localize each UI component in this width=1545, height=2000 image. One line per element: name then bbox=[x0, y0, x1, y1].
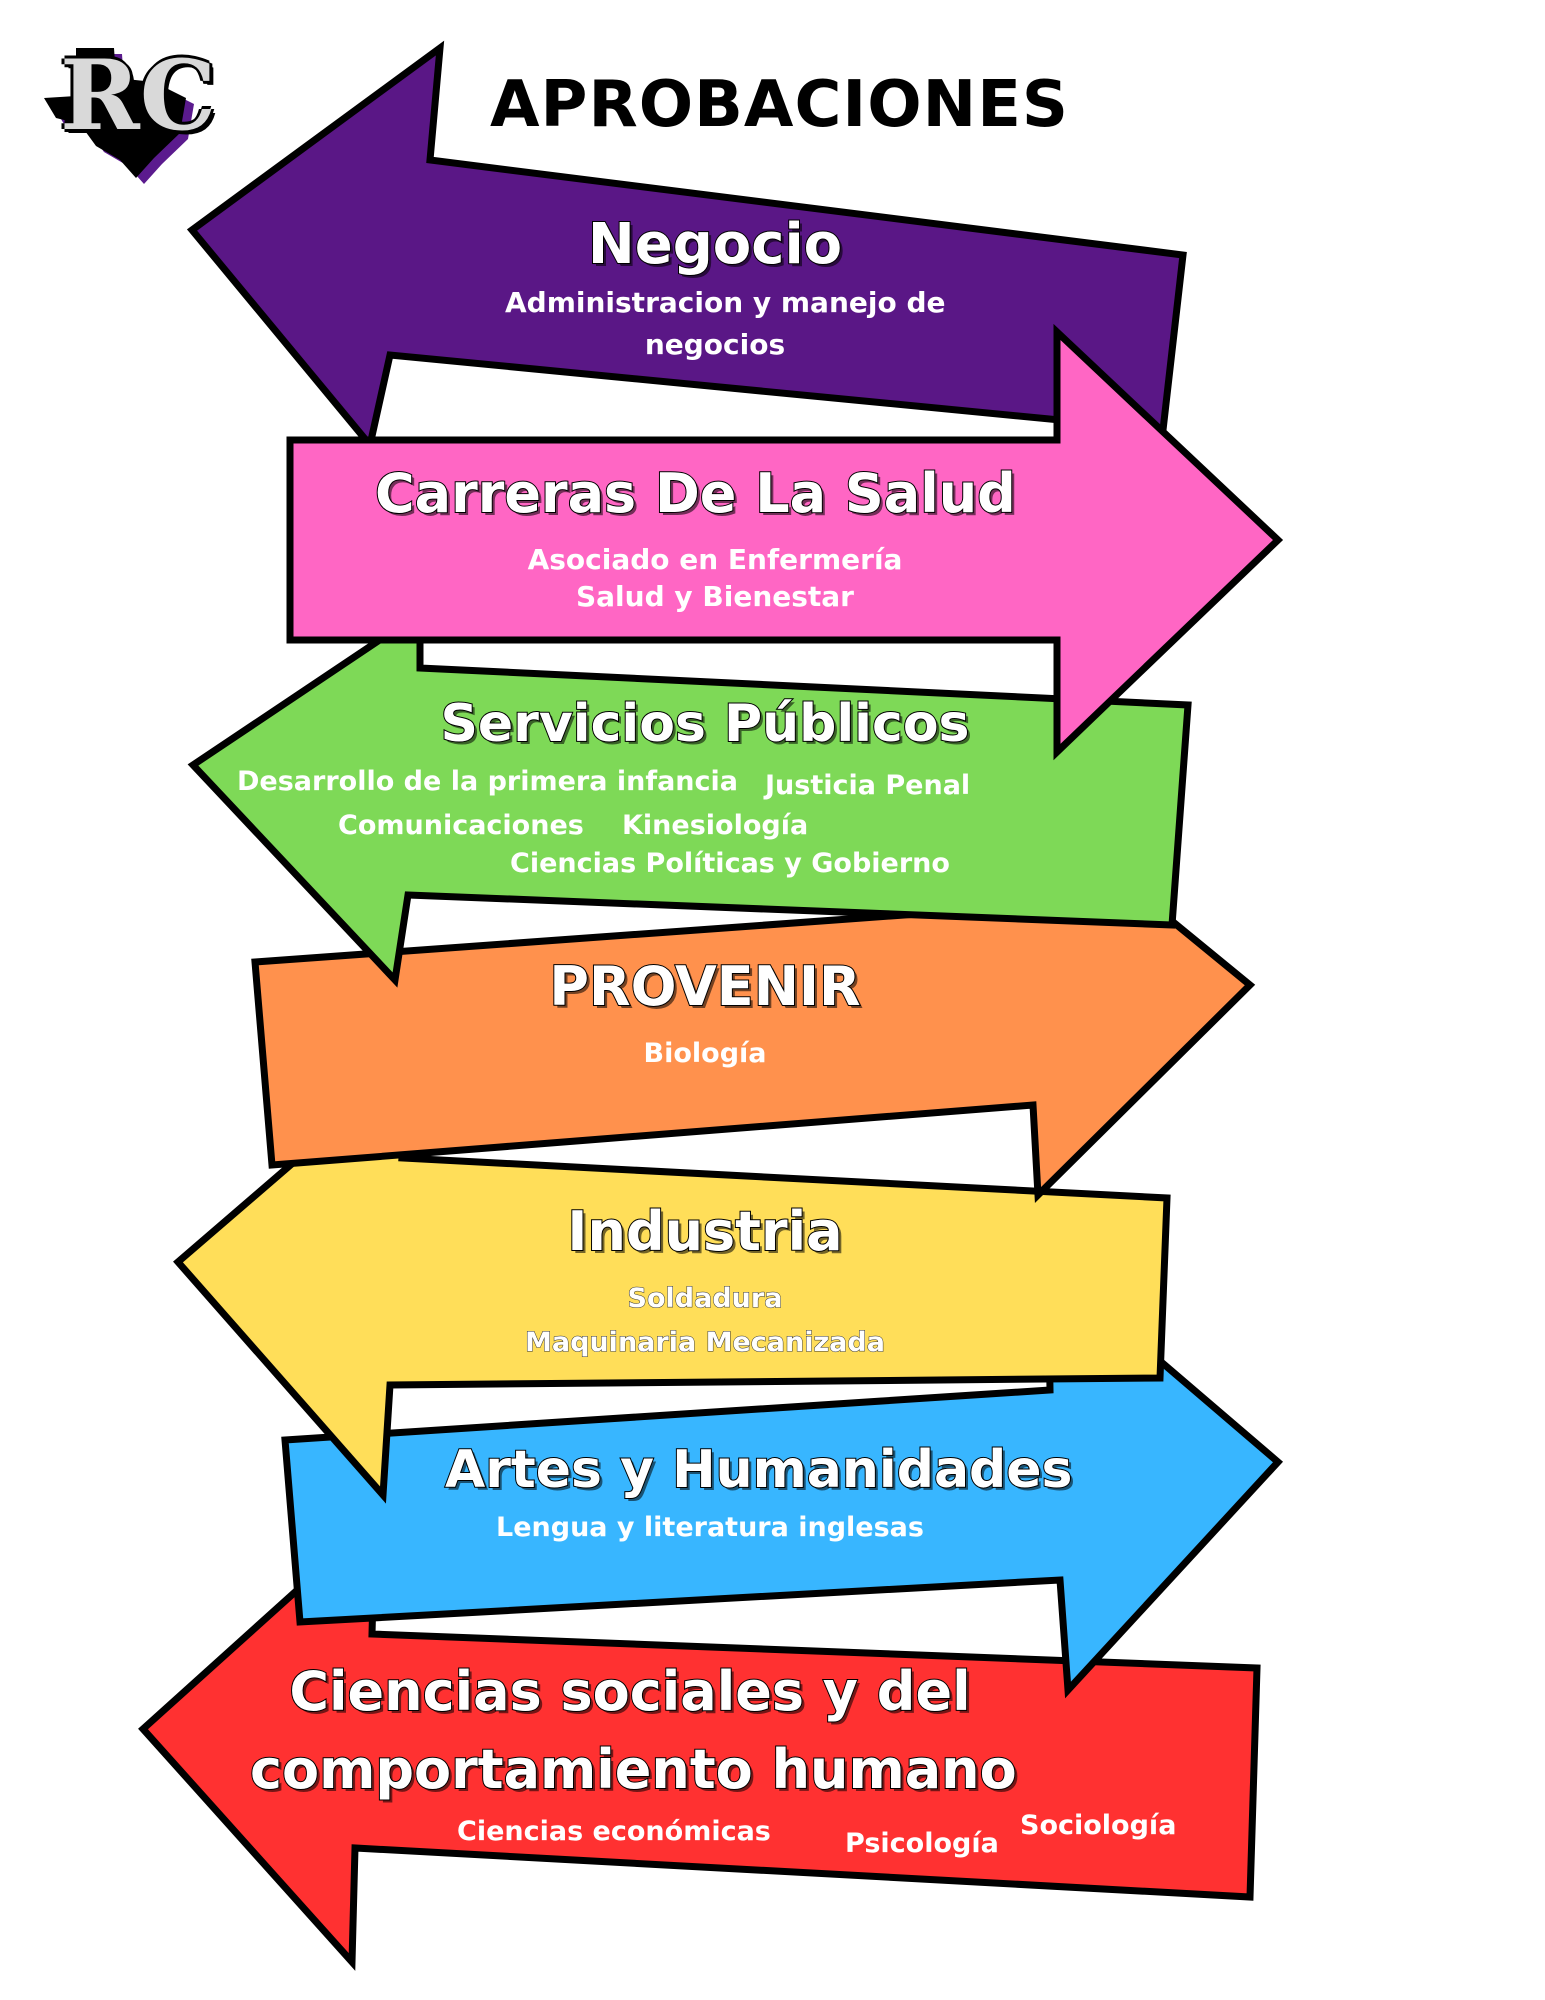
band-item-sociales-1: Ciencias económicas bbox=[457, 1816, 771, 1847]
logo-letters: RC bbox=[60, 39, 217, 152]
texas-shape-icon bbox=[44, 48, 194, 184]
band-title-industria: Industria bbox=[566, 1199, 843, 1264]
arrow-negocio bbox=[186, 40, 1187, 453]
band-item-salud-2: Salud y Bienestar bbox=[576, 580, 854, 613]
band-item-negocio-1: Administracion y manejo de bbox=[505, 286, 946, 319]
band-item-sociales-2: Psicología bbox=[845, 1828, 999, 1859]
band-title-publicos: Servicios Públicos bbox=[439, 693, 970, 755]
band-title-provenir: PROVENIR bbox=[548, 954, 861, 1019]
band-item-publicos-5: Ciencias Políticas y Gobierno bbox=[510, 848, 950, 879]
band-item-salud-1: Asociado en Enfermería bbox=[527, 543, 903, 576]
school-logo: RC bbox=[44, 44, 216, 184]
band-item-sociales-3: Sociología bbox=[1020, 1810, 1177, 1841]
band-title-sociales-line2: comportamiento humano bbox=[249, 1737, 1018, 1802]
band-item-provenir-1: Biología bbox=[643, 1038, 767, 1069]
band-item-publicos-2: Justicia Penal bbox=[765, 770, 971, 801]
arrow-publicos bbox=[187, 606, 1192, 988]
band-item-artes-1: Lengua y literatura inglesas bbox=[496, 1512, 924, 1543]
band-title-sociales-line1: Ciencias sociales y del bbox=[288, 1659, 971, 1724]
band-item-publicos-3: Comunicaciones bbox=[338, 810, 584, 841]
arrow-salud bbox=[286, 323, 1284, 761]
band-title-salud: Carreras De La Salud bbox=[374, 461, 1017, 526]
band-item-industria-2: Maquinaria Mecanizada bbox=[525, 1327, 886, 1359]
band-title-artes: Artes y Humanidades bbox=[444, 1439, 1073, 1501]
band-item-industria-1: Soldadura bbox=[627, 1283, 783, 1315]
page-title: APROBACIONES bbox=[490, 68, 1069, 142]
band-title-negocio: Negocio bbox=[587, 211, 843, 278]
band-item-publicos-4: Kinesiología bbox=[622, 810, 809, 841]
band-item-negocio-2: negocios bbox=[644, 328, 786, 361]
band-item-publicos-1: Desarrollo de la primera infancia bbox=[237, 766, 738, 797]
